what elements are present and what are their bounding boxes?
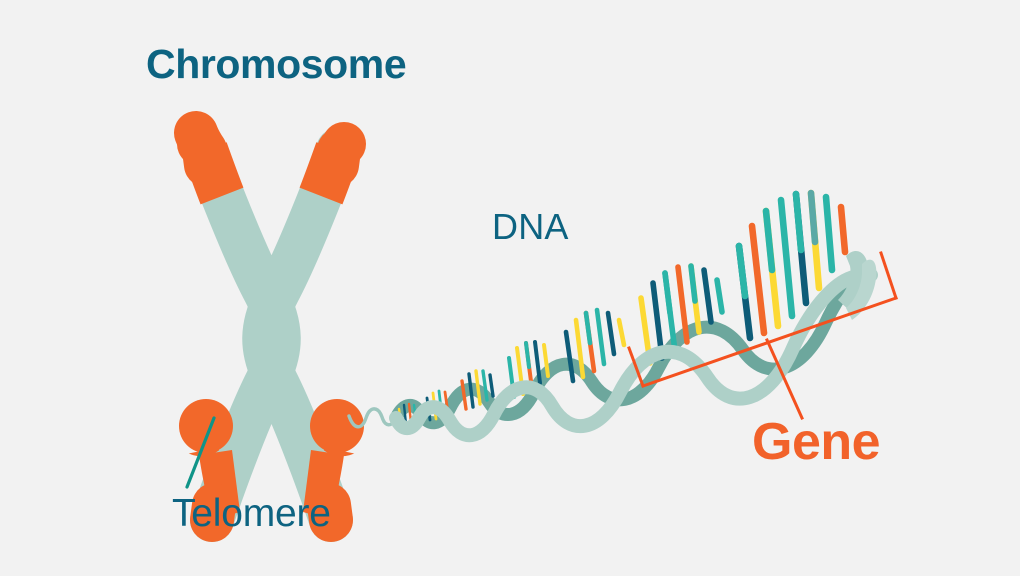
telomere-cap-bottom-right-round (310, 399, 364, 453)
gene-bracket-left-tick (627, 346, 645, 388)
dna-double-helix (347, 189, 878, 443)
gene-label: Gene (752, 413, 881, 471)
telomere-band-top-right (299, 142, 360, 205)
gene-bracket (627, 251, 898, 420)
dna-label: DNA (492, 206, 569, 247)
chromosome-label: Chromosome (146, 41, 407, 87)
telomere-bands (176, 142, 367, 457)
telomere-leader-line (185, 416, 216, 489)
telomere-band-top-left (183, 142, 244, 205)
telomere-cap-bottom-left-round (179, 399, 233, 453)
gene-bracket-right-tick (879, 251, 898, 300)
telomere-end-bottom-left (190, 483, 236, 542)
dna-tail-wave (347, 407, 397, 429)
telomere-label: Telomere (172, 492, 331, 535)
chromosome-figure (174, 111, 367, 542)
dna-base-pair-tips (524, 189, 819, 369)
telomere-end-bottom-right (307, 483, 353, 542)
base-pair-group-3 (460, 369, 495, 411)
dna-ribbon-flare-back (846, 259, 877, 320)
gene-bracket-stem (765, 338, 804, 420)
dna-front-ribbon (389, 267, 878, 443)
